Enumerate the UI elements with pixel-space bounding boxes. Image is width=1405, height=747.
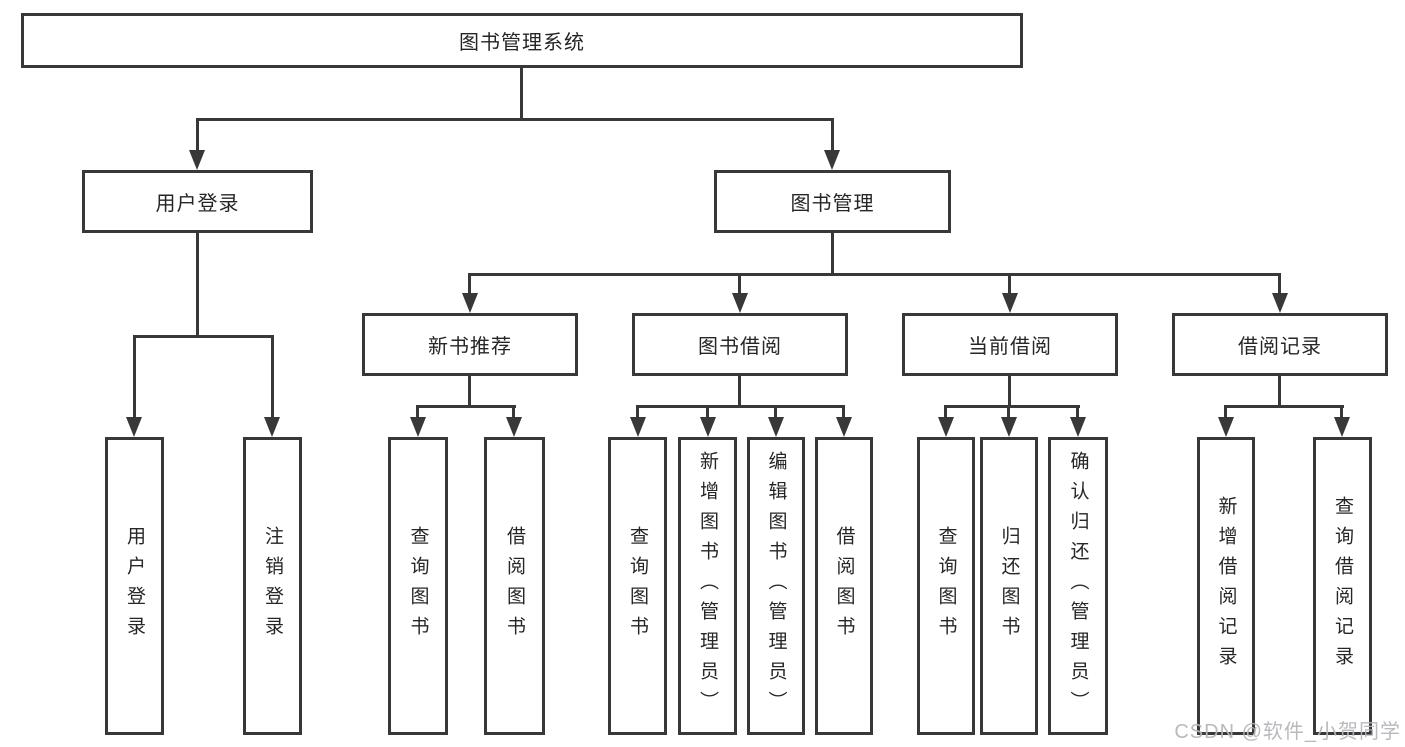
leaf-query-book-1: 查询图书	[388, 437, 448, 735]
node-book-management: 图书管理	[714, 170, 951, 233]
arrowhead-down-icon	[1002, 293, 1018, 313]
arrowhead-down-icon	[264, 417, 280, 437]
leaf-label: 新增借阅记录	[1215, 496, 1237, 676]
leaf-logout: 注销登录	[243, 437, 302, 735]
connector-to-book-borrow	[738, 273, 741, 295]
leaf-label: 查询图书	[935, 526, 957, 646]
node-borrow-records: 借阅记录	[1172, 313, 1388, 376]
leaf-add-book-admin: 新增图书（管理员）	[678, 437, 737, 735]
connector-to-leaf-edit-book-admin	[774, 405, 777, 419]
node-current-borrow: 当前借阅	[902, 313, 1118, 376]
leaf-borrow-book-2: 借阅图书	[815, 437, 873, 735]
leaf-label: 查询图书	[407, 526, 429, 646]
arrowhead-down-icon	[1334, 417, 1350, 437]
node-book-borrow: 图书借阅	[632, 313, 848, 376]
connector-root-stem	[520, 68, 523, 118]
connector-to-leaf-confirm-return	[1076, 405, 1079, 419]
leaf-label: 新增图书（管理员）	[697, 451, 718, 721]
connector-to-leaf-query-borrow-record	[1340, 405, 1343, 419]
connector-book-management-stem	[831, 233, 834, 273]
arrowhead-down-icon	[189, 150, 205, 170]
connector-current-borrow-stem	[1008, 376, 1011, 405]
connector-to-leaf-logout	[271, 335, 274, 421]
watermark: CSDN @软件_小贺同学	[1174, 721, 1401, 743]
arrowhead-down-icon	[836, 417, 852, 437]
leaf-label: 用户登录	[124, 526, 145, 646]
leaf-query-borrow-record: 查询借阅记录	[1313, 437, 1372, 735]
leaf-confirm-return-admin: 确认归还（管理员）	[1048, 437, 1108, 735]
connector-new-book-recommend-rail	[416, 405, 516, 408]
connector-to-leaf-query-book-3	[944, 405, 947, 419]
leaf-label: 注销登录	[262, 526, 283, 646]
connector-book-borrow-stem	[738, 376, 741, 405]
connector-to-leaf-query-book-1	[416, 405, 419, 419]
connector-to-leaf-add-borrow-record	[1224, 405, 1227, 419]
node-root: 图书管理系统	[21, 13, 1023, 68]
arrowhead-down-icon	[410, 417, 426, 437]
connector-to-leaf-query-book-2	[636, 405, 639, 419]
connector-to-new-book-recommend	[468, 273, 471, 295]
leaf-label: 查询借阅记录	[1332, 496, 1353, 676]
arrowhead-down-icon	[938, 417, 954, 437]
connector-book-management-rail	[468, 273, 1281, 276]
leaf-label: 确认归还（管理员）	[1067, 451, 1089, 721]
arrowhead-down-icon	[700, 417, 716, 437]
leaf-label: 借阅图书	[504, 526, 525, 646]
arrowhead-down-icon	[1070, 417, 1086, 437]
node-user-login: 用户登录	[82, 170, 313, 233]
arrowhead-down-icon	[824, 150, 840, 170]
connector-user-login-rail	[133, 335, 274, 338]
leaf-query-book-2: 查询图书	[608, 437, 667, 735]
arrowhead-down-icon	[1272, 293, 1288, 313]
leaf-user-login: 用户登录	[105, 437, 164, 735]
arrowhead-down-icon	[630, 417, 646, 437]
connector-to-leaf-add-book-admin	[706, 405, 709, 419]
leaf-borrow-book-1: 借阅图书	[484, 437, 545, 735]
connector-to-leaf-borrow-book-2	[842, 405, 845, 419]
connector-borrow-records-rail	[1224, 405, 1344, 408]
leaf-return-book: 归还图书	[980, 437, 1038, 735]
connector-new-book-recommend-stem	[468, 376, 471, 405]
leaf-query-book-3: 查询图书	[917, 437, 975, 735]
leaf-label: 查询图书	[627, 526, 648, 646]
connector-to-user-login	[196, 118, 199, 152]
leaf-add-borrow-record: 新增借阅记录	[1197, 437, 1255, 735]
connector-to-borrow-records	[1278, 273, 1281, 295]
connector-to-leaf-return-book	[1007, 405, 1010, 419]
leaf-label: 归还图书	[998, 526, 1020, 646]
connector-user-login-stem	[196, 233, 199, 335]
connector-current-borrow-rail	[944, 405, 1080, 408]
connector-book-borrow-rail	[636, 405, 845, 408]
leaf-label: 编辑图书（管理员）	[765, 451, 787, 721]
arrowhead-down-icon	[1218, 417, 1234, 437]
leaf-label: 借阅图书	[833, 526, 855, 646]
arrowhead-down-icon	[462, 293, 478, 313]
node-new-book-recommend: 新书推荐	[362, 313, 578, 376]
arrowhead-down-icon	[126, 417, 142, 437]
leaf-edit-book-admin: 编辑图书（管理员）	[747, 437, 805, 735]
connector-to-book-management	[831, 118, 834, 152]
arrowhead-down-icon	[1001, 417, 1017, 437]
arrowhead-down-icon	[506, 417, 522, 437]
arrowhead-down-icon	[732, 293, 748, 313]
connector-root-rail	[196, 118, 834, 121]
connector-to-current-borrow	[1008, 273, 1011, 295]
connector-borrow-records-stem	[1278, 376, 1281, 405]
connector-to-leaf-user-login	[133, 335, 136, 421]
arrowhead-down-icon	[768, 417, 784, 437]
connector-to-leaf-borrow-book-1	[512, 405, 515, 419]
